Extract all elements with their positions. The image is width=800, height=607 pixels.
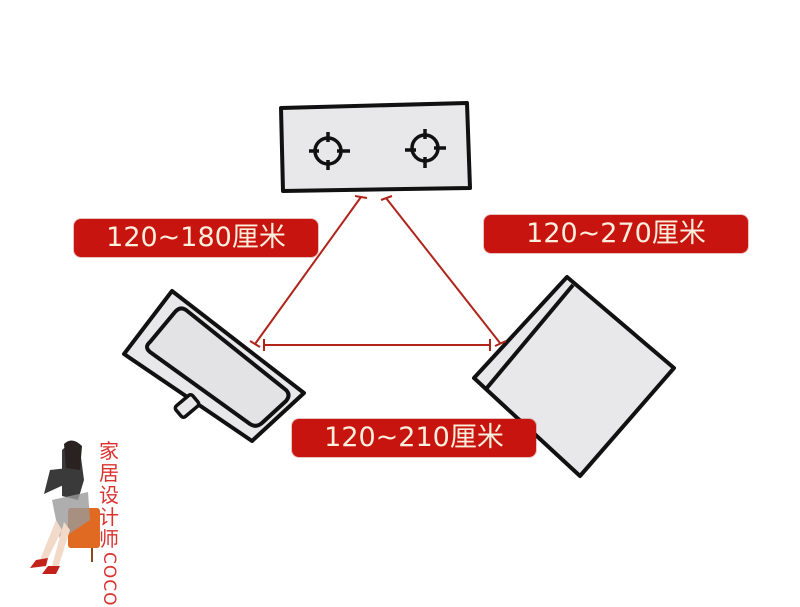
stove-cooktop [279, 101, 472, 193]
stove-fridge-distance-label: 120~270厘米 [484, 215, 748, 253]
sink-fridge-distance-label: 120~210厘米 [292, 419, 536, 457]
measurement-lines [249, 195, 507, 351]
designer-figure-illustration [30, 440, 100, 574]
watermark-chinese: 家居设计师 [99, 439, 119, 551]
watermark-latin: COCO [99, 552, 119, 607]
refrigerator [472, 275, 676, 478]
burner-icon [405, 129, 446, 168]
faucet-icon [173, 393, 201, 419]
burner-icon [309, 132, 350, 170]
watermark: 家居设计师 COCO [96, 440, 122, 607]
stove-sink-distance-label: 120~180厘米 [74, 219, 318, 257]
stove-sink-line [254, 196, 362, 345]
sink [122, 289, 306, 443]
stove-fridge-line [385, 197, 501, 344]
